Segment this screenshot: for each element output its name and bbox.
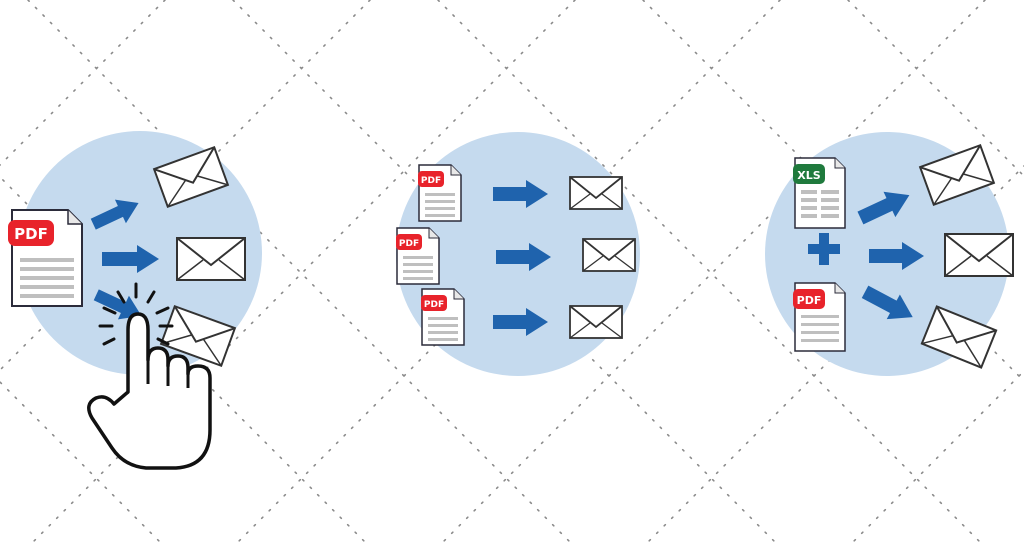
hand-click-icon <box>87 282 212 470</box>
pdf-badge-label: PDF <box>14 225 48 243</box>
envelope-icon <box>944 233 1014 277</box>
arrow-icon <box>93 289 142 320</box>
envelope-open-icon <box>920 305 998 369</box>
envelope-open-icon <box>152 145 230 209</box>
pdf-document-icon: PDF <box>421 288 465 346</box>
plus-icon <box>808 233 840 265</box>
panel-single-send: PDF <box>8 131 262 470</box>
envelope-icon <box>569 176 623 210</box>
lattice-line <box>0 0 371 372</box>
pdf-badge-label: PDF <box>424 300 444 310</box>
arrow-icon <box>857 191 910 225</box>
panel-batch-send: PDF PDF PDF <box>396 132 640 376</box>
pdf-document-icon: PDF <box>793 282 846 352</box>
arrow-icon <box>102 245 159 273</box>
pdf-badge-label: PDF <box>399 239 419 249</box>
panel-merge-send: XLS PDF <box>765 132 1014 376</box>
arrow-icon <box>496 243 551 271</box>
lattice-line <box>27 0 576 547</box>
lattice-line <box>232 0 781 547</box>
lattice-line <box>437 0 986 547</box>
pdf-badge-label: PDF <box>421 176 441 186</box>
pdf-badge-label: PDF <box>797 294 822 307</box>
pdf-document-icon: PDF <box>8 209 83 307</box>
arrow-icon <box>493 180 548 208</box>
xls-badge-label: XLS <box>797 169 820 182</box>
lattice-line <box>437 0 986 547</box>
lattice-line <box>847 0 1024 178</box>
envelope-icon <box>176 237 246 281</box>
envelope-open-icon <box>918 143 996 207</box>
arrow-icon <box>90 199 139 230</box>
lattice-line <box>232 0 781 547</box>
arrow-icon <box>869 242 924 270</box>
arrow-icon <box>493 308 548 336</box>
lattice-line <box>642 0 1024 383</box>
arrow-icon <box>861 285 913 320</box>
lattice-line <box>0 0 166 167</box>
pdf-document-icon: PDF <box>418 164 462 222</box>
pdf-document-icon: PDF <box>396 227 440 285</box>
envelope-icon <box>582 238 636 272</box>
xls-document-icon: XLS <box>793 157 846 229</box>
envelope-icon <box>569 305 623 339</box>
lattice-line <box>27 0 576 547</box>
